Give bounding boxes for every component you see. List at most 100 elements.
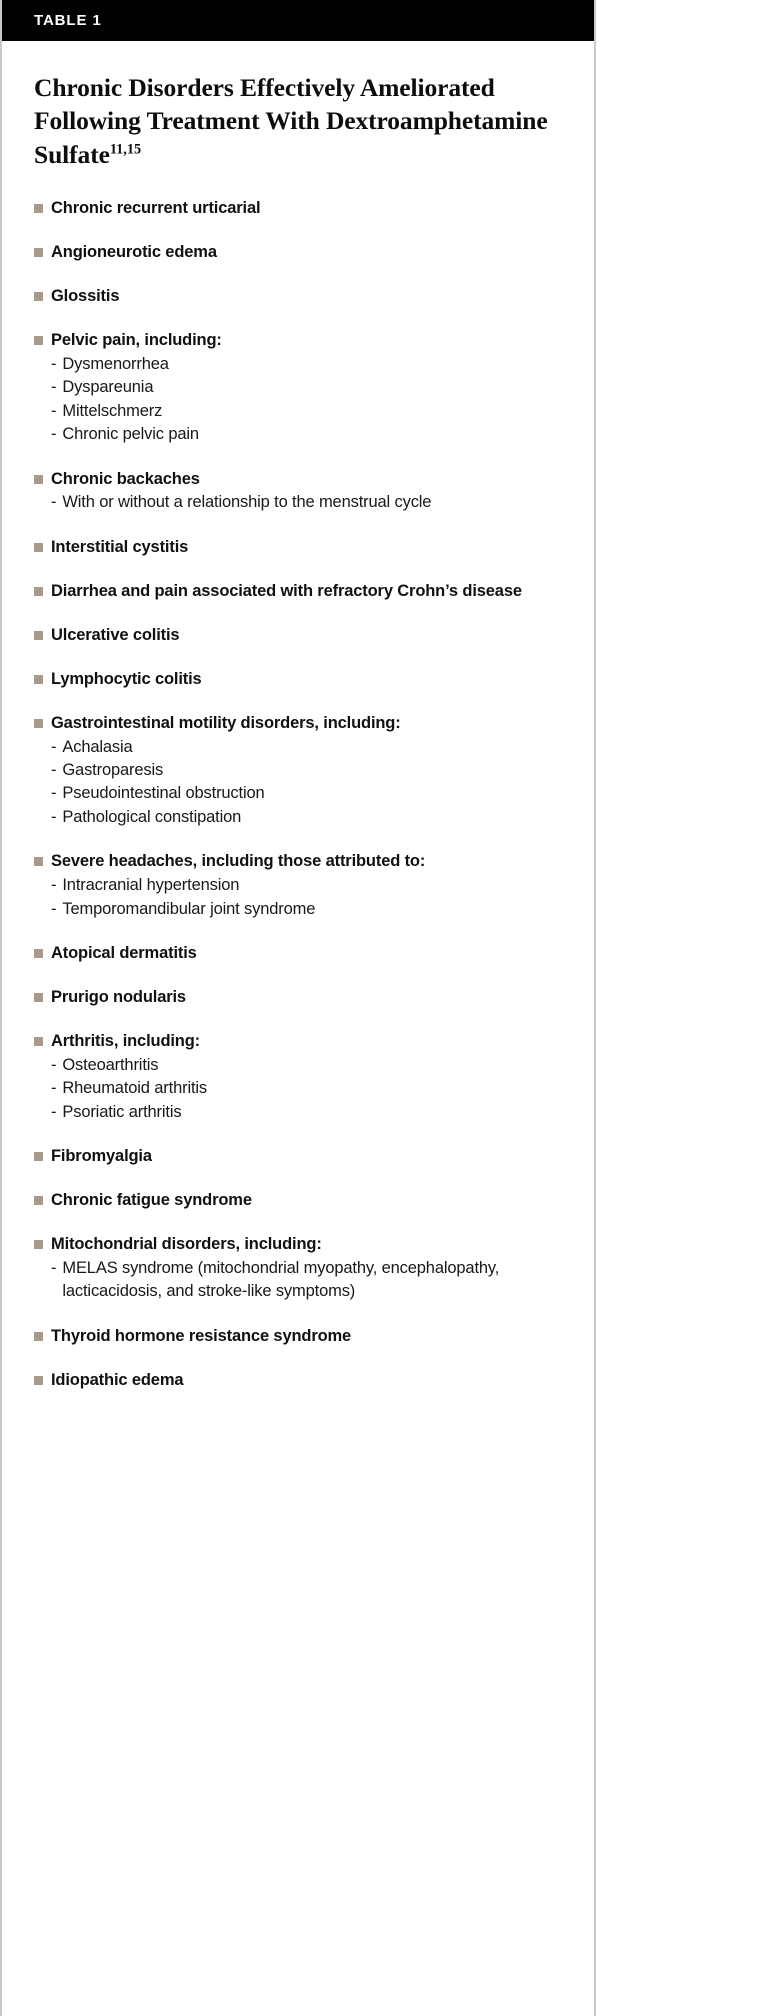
bullet-square-icon [34,204,43,214]
bullet-square-icon [34,474,43,484]
list-item-label: Severe headaches, including those attrib… [51,852,426,871]
table-title-reference: 11,15 [109,141,142,158]
sub-list-item-label: Mittelschmerz [62,401,163,420]
dash-marker-icon: - [51,737,57,756]
list-item-label: Thyroid hormone resistance syndrome [51,1326,352,1345]
sub-list-item: -Chronic pelvic pain [34,423,568,446]
sub-list-item: -Achalasia [34,736,568,759]
list-item-main: Chronic backaches [34,468,568,491]
list-item-label: Idiopathic edema [51,1370,184,1389]
dash-marker-icon: - [51,784,57,803]
list-item: Angioneurotic edema [34,241,568,264]
bullet-square-icon [34,1036,43,1046]
sub-list-item: -Dyspareunia [34,376,568,399]
list-item: Prurigo nodularis [34,986,568,1009]
bullet-square-icon [34,948,43,958]
dash-marker-icon: - [51,760,57,779]
list-item-main: Ulcerative colitis [34,624,568,647]
sub-list-item-label: Dyspareunia [62,378,154,397]
list-item-label: Chronic fatigue syndrome [51,1190,252,1209]
sub-list-item-label: MELAS syndrome (mitochondrial myopathy, … [62,1258,500,1301]
sub-list-item: -Mittelschmerz [34,400,568,423]
list-item: Arthritis, including:-Osteoarthritis-Rhe… [34,1030,568,1124]
list-item: Thyroid hormone resistance syndrome [34,1325,568,1348]
bottom-spacer [34,1391,568,1417]
sub-list-item: -Intracranial hypertension [34,874,568,897]
sub-list: -With or without a relationship to the m… [34,491,568,514]
list-item-label: Lymphocytic colitis [51,669,202,688]
dash-marker-icon: - [51,493,57,512]
bullet-square-icon [34,718,43,728]
bullet-square-icon [34,674,43,684]
list-item: Mitochondrial disorders, including: -MELA… [34,1233,568,1304]
sub-list-item: -Rheumatoid arthritis [34,1077,568,1100]
dash-marker-icon: - [51,1102,57,1121]
table-title-text: Chronic Disorders Effectively Ameliorate… [34,73,548,169]
dash-marker-icon: - [51,378,57,397]
dash-marker-icon: - [51,425,57,444]
bullet-square-icon [34,586,43,596]
sub-list: -Osteoarthritis-Rheumatoid arthritis-Pso… [34,1054,568,1124]
list-item-main: Diarrhea and pain associated with refrac… [34,580,568,603]
sub-list-item-label: Achalasia [62,737,133,756]
bullet-square-icon [34,1239,43,1249]
sub-list-item: -Pseudointestinal obstruction [34,782,568,805]
list-item-main: Pelvic pain, including: [34,329,568,352]
list-item-main: Chronic recurrent urticarial [34,197,568,220]
list-item: Chronic fatigue syndrome [34,1189,568,1212]
sub-list-item-label: Rheumatoid arthritis [62,1079,208,1098]
list-item-label: Ulcerative colitis [51,625,180,644]
list-item: Glossitis [34,285,568,308]
sub-list-item: -With or without a relationship to the m… [34,491,568,514]
list-item-main: Gastrointestinal motility disorders, inc… [34,712,568,735]
list-item: Atopical dermatitis [34,942,568,965]
list-item-main: Angioneurotic edema [34,241,568,264]
sub-list: -Achalasia-Gastroparesis-Pseudointestina… [34,736,568,830]
list-item-label: Angioneurotic edema [51,243,217,262]
list-item-label: Mitochondrial disorders, including: [51,1234,322,1253]
list-item-main: Mitochondrial disorders, including: [34,1233,568,1256]
sub-list-item-label: Dysmenorrhea [62,354,169,373]
list-item: Gastrointestinal motility disorders, inc… [34,712,568,830]
dash-marker-icon: - [51,354,57,373]
sub-list-item-label: Pseudointestinal obstruction [62,784,265,803]
dash-marker-icon: - [51,1258,57,1277]
bullet-square-icon [34,1331,43,1341]
sub-list-item: -Osteoarthritis [34,1054,568,1077]
bullet-square-icon [34,1375,43,1385]
list-item: Severe headaches, including those attrib… [34,850,568,921]
list-item-label: Pelvic pain, including: [51,330,222,349]
sub-list-item: -Temporomandibular joint syndrome [34,898,568,921]
list-item: Lymphocytic colitis [34,668,568,691]
sub-list-item: -Dysmenorrhea [34,353,568,376]
dash-marker-icon: - [51,899,57,918]
list-item-label: Chronic backaches [51,469,200,488]
list-item-main: Severe headaches, including those attrib… [34,850,568,873]
sub-list-item-label: Intracranial hypertension [62,876,240,895]
sub-list-item-label: Osteoarthritis [62,1055,159,1074]
list-item: Idiopathic edema [34,1369,568,1392]
dash-marker-icon: - [51,401,57,420]
dash-marker-icon: - [51,1079,57,1098]
bullet-square-icon [34,292,43,302]
list-item-main: Fibromyalgia [34,1145,568,1168]
table-number-label: TABLE 1 [34,12,102,29]
sub-list-item-label: With or without a relationship to the me… [62,493,432,512]
list-item-label: Glossitis [51,287,120,306]
bullet-square-icon [34,335,43,345]
sub-list: -Dysmenorrhea-Dyspareunia-Mittelschmerz-… [34,353,568,447]
sub-list-item: -MELAS syndrome (mitochondrial myopathy,… [34,1257,568,1304]
table-header-bar: TABLE 1 [2,0,594,41]
sub-list-item-label: Temporomandibular joint syndrome [62,899,316,918]
list-item: Pelvic pain, including:-Dysmenorrhea-Dys… [34,329,568,447]
list-item-label: Atopical dermatitis [51,943,197,962]
list-item-label: Fibromyalgia [51,1146,152,1165]
sub-list-item: -Psoriatic arthritis [34,1101,568,1124]
list-item-main: Thyroid hormone resistance syndrome [34,1325,568,1348]
sub-list: -Intracranial hypertension-Temporomandib… [34,874,568,921]
dash-marker-icon: - [51,807,57,826]
list-item-main: Arthritis, including: [34,1030,568,1053]
list-item: Interstitial cystitis [34,536,568,559]
list-item: Chronic backaches -With or without a rela… [34,468,568,515]
